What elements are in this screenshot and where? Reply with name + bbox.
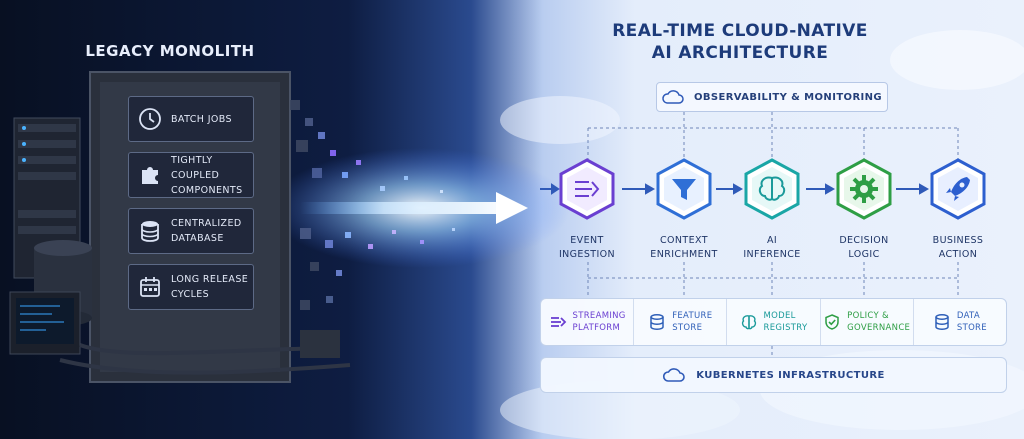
stage-label-line: BUSINESS [932,235,984,246]
database-icon [650,314,664,330]
cloud-icon [663,368,686,382]
ingestion-icon [575,181,600,197]
legacy-item-label: TIGHTLY COUPLED [171,154,220,181]
observability-label: OBSERVABILITY & MONITORING [693,91,883,103]
clock-icon [139,108,161,130]
stage-decision-logic [836,158,892,220]
stage-label-line: CONTEXT [660,235,708,246]
platform-label-line: DATA [956,311,980,321]
stage-label-line: INFERENCE [743,249,801,260]
stream-icon [550,317,566,327]
legacy-item-label: CENTRALIZED [171,218,242,229]
platform-label-line: MODEL [763,311,796,321]
stage-label-event-ingestion: EVENT INGESTION [537,234,637,262]
platform-feature-store: FEATURE STORE [634,299,728,345]
stage-label-line: LOGIC [848,249,880,260]
stage-event-ingestion [559,158,615,220]
legacy-item-label: LONG RELEASE [171,274,249,285]
stage-context-enrichment [656,158,712,220]
puzzle-icon [142,167,158,184]
database-icon [141,221,159,242]
stage-label-ai-inference: AI INFERENCE [722,234,822,262]
stage-label-context-enrichment: CONTEXT ENRICHMENT [634,234,734,262]
platform-policy-governance: POLICY & GOVERNANCE [821,299,914,345]
legacy-item-label: CYCLES [171,289,210,300]
legacy-item-batch-jobs: BATCH JOBS [128,96,254,142]
architecture-title-line2: AI ARCHITECTURE [651,43,829,63]
platform-label-line: STREAMING [572,311,626,321]
kubernetes-infrastructure-bar: KUBERNETES INFRASTRUCTURE [540,357,1007,393]
stage-label-line: AI [766,235,778,246]
database-icon [935,314,949,330]
brain-icon [758,176,786,201]
stage-label-line: INGESTION [558,249,616,260]
cloud-icon [662,90,684,104]
platform-label-line: GOVERNANCE [847,323,911,333]
platform-label-line: STORE [672,323,703,333]
legacy-item-long-release-cycles: LONG RELEASE CYCLES [128,264,254,310]
stage-label-line: EVENT [570,235,604,246]
stage-label-line: ENRICHMENT [650,249,718,260]
legacy-item-label: BATCH JOBS [171,113,232,125]
transition-arrow [496,192,528,224]
platform-label-line: REGISTRY [763,323,808,333]
shield-check-icon [825,314,839,330]
stage-label-decision-logic: DECISION LOGIC [814,234,914,262]
legacy-item-tightly-coupled: TIGHTLY COUPLED COMPONENTS [128,152,254,198]
kubernetes-infrastructure-label: KUBERNETES INFRASTRUCTURE [696,369,885,381]
pixel-particles [290,100,455,310]
transition-beam [300,202,510,214]
legacy-title: LEGACY MONOLITH [85,42,255,60]
stage-business-action [930,158,986,220]
brain-icon [741,315,756,330]
architecture-title: REAL-TIME CLOUD-NATIVE AI ARCHITECTURE [560,20,920,64]
platform-model-registry: MODEL REGISTRY [727,299,821,345]
rocket-icon [946,177,970,201]
platform-streaming: STREAMING PLATFORM [541,299,635,345]
legacy-item-centralized-database: CENTRALIZED DATABASE [128,208,254,254]
platform-label-line: FEATURE [672,311,713,321]
stage-label-line: DECISION [839,235,889,246]
stage-label-business-action: BUSINESS ACTION [908,234,1008,262]
platform-label-line: POLICY & [847,311,889,321]
platform-label-line: PLATFORM [572,323,621,333]
architecture-title-line1: REAL-TIME CLOUD-NATIVE [612,21,868,41]
funnel-icon [672,179,696,200]
platform-label-line: STORE [956,323,987,333]
platform-data-store: DATA STORE [914,299,1006,345]
legacy-item-label: DATABASE [171,233,224,244]
stage-label-line: ACTION [938,249,978,260]
stage-ai-inference [744,158,800,220]
legacy-item-label: COMPONENTS [171,184,243,196]
calendar-icon [140,277,160,297]
platform-services-row: STREAMING PLATFORM FEATURE STORE MODEL REGI… [540,298,1007,346]
gear-icon [850,175,878,203]
observability-monitoring-bar: OBSERVABILITY & MONITORING [656,82,888,112]
